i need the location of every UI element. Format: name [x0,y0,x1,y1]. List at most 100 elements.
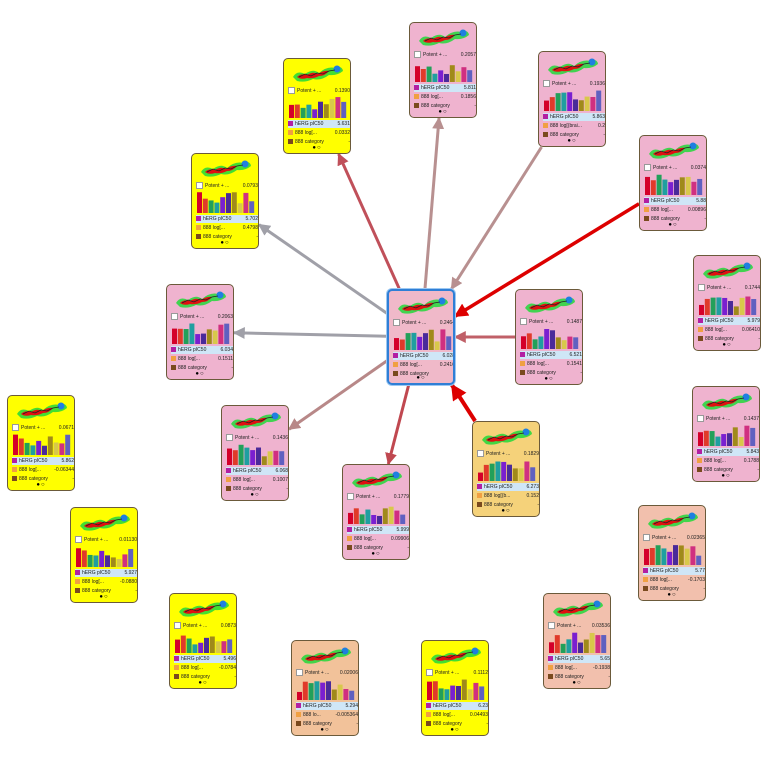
molecule-structure-icon [80,514,130,531]
herg-label: hERG pIC50 [704,449,733,455]
page-dots[interactable]: ●○ [667,592,677,598]
logp-swatch [296,712,301,718]
property-bar [685,176,691,195]
herg-value: 6.23 [478,703,488,709]
property-bar [197,192,202,213]
property-bar [267,451,273,465]
logp-value: 0.1007 [272,477,288,483]
property-bar [446,336,452,350]
property-bar [674,179,679,195]
property-bar [526,333,532,349]
page-dots[interactable]: ●○ [36,482,46,488]
page-dots[interactable]: ●○ [668,222,678,228]
property-bar [495,461,501,481]
page-dots[interactable]: ●○ [572,680,582,686]
page-dots[interactable]: ●○ [450,727,460,733]
herg-swatch [75,570,80,576]
property-bar [727,433,732,446]
page-dots[interactable]: ●○ [721,473,731,479]
property-bar [596,90,602,111]
property-bar [550,330,555,349]
category-row: 888 category- [697,466,759,474]
herg-value: 5.979 [747,318,760,324]
logp-swatch [226,477,231,483]
category-value: - [608,674,610,680]
page-dots[interactable]: ●○ [544,376,554,382]
category-label: 888 category [550,132,579,138]
property-bar [722,297,728,315]
property-bar [555,93,561,111]
page-dots[interactable]: ●○ [198,680,208,686]
herg-swatch [226,468,231,474]
page-dots[interactable]: ●○ [501,508,511,514]
page-dots[interactable]: ●○ [220,240,230,246]
property-bar [567,336,573,349]
edge-arrow [453,202,640,318]
potency-row: Potent + ...0.1829 [477,450,539,458]
potency-row: Potent + ...0.1437 [697,415,759,423]
page-dots[interactable]: ●○ [250,492,260,498]
logp-value: 0.09906 [390,536,409,542]
category-swatch [226,486,231,492]
logp-row: 888 log[...0.04493 [426,711,488,719]
page-dots[interactable]: ●○ [195,371,205,377]
property-bar [256,447,261,465]
category-swatch [697,467,702,473]
page-dots[interactable]: ●○ [722,342,732,348]
herg-swatch [698,318,703,324]
herg-label: hERG pIC50 [550,114,579,120]
property-bar [232,450,238,465]
page-dots[interactable]: ●○ [312,145,322,151]
page-dots[interactable]: ●○ [438,109,448,115]
property-bar [699,304,704,315]
property-bar [521,336,526,349]
logp-value: 0.1511 [218,356,233,362]
page-dots[interactable]: ●○ [567,138,577,144]
property-bar [399,339,405,350]
category-swatch [698,336,703,342]
property-bar [417,336,423,350]
molecule-structure-icon [201,160,251,177]
herg-value: 5.294 [345,703,358,709]
page-dots[interactable]: ●○ [371,551,381,557]
edge-arrow [423,116,445,290]
property-bars [549,632,607,653]
category-swatch [644,216,649,222]
logp-row: 888 log[...0.00896 [644,206,706,214]
logp-value: -0.0880 [120,579,137,585]
property-bars [478,461,536,481]
property-bar [644,548,649,565]
category-row: 888 category- [414,102,476,110]
page-dots[interactable]: ●○ [320,727,330,733]
property-bar [65,434,71,455]
property-bar [261,456,267,465]
page-dots[interactable]: ●○ [416,375,426,381]
page-dots[interactable]: ●○ [99,594,109,600]
property-bar [549,642,554,653]
molecule-structure-icon [553,600,603,617]
property-bar [318,101,323,118]
category-value: - [704,216,706,222]
herg-label: hERG pIC50 [651,198,680,204]
